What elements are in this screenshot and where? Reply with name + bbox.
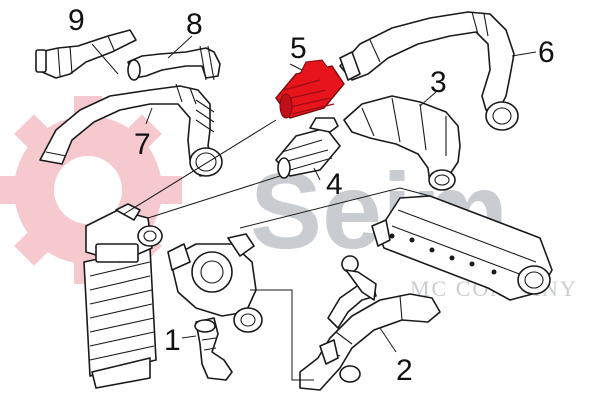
callout-4: 4: [326, 168, 343, 201]
leader-lines: [91, 35, 537, 381]
intake-manifold: [371, 195, 553, 301]
part-9-hose: [35, 29, 137, 79]
part-6-pipe: [339, 11, 519, 131]
callout-7: 7: [134, 128, 151, 161]
part-8-hose: [127, 45, 221, 81]
callout-1: 1: [164, 324, 181, 357]
part-1-fitting: [194, 317, 233, 381]
callout-9: 9: [68, 4, 85, 37]
part-5-sleeve: [275, 59, 345, 119]
part-3-duct: [343, 95, 461, 191]
callout-8: 8: [186, 8, 203, 41]
callout-6: 6: [538, 36, 555, 69]
turbocharger: [167, 233, 263, 333]
callout-3: 3: [430, 66, 447, 99]
callout-labels: 9 8 7 5 6 3 4 1 2: [68, 4, 555, 387]
intercooler: [83, 203, 163, 389]
callout-5: 5: [290, 32, 307, 65]
part-7-hose: [39, 83, 223, 177]
part-4-sleeve: [275, 117, 341, 179]
small-connector-hose: [327, 255, 377, 329]
part-2-pipe: [299, 293, 441, 391]
callout-2: 2: [396, 354, 413, 387]
